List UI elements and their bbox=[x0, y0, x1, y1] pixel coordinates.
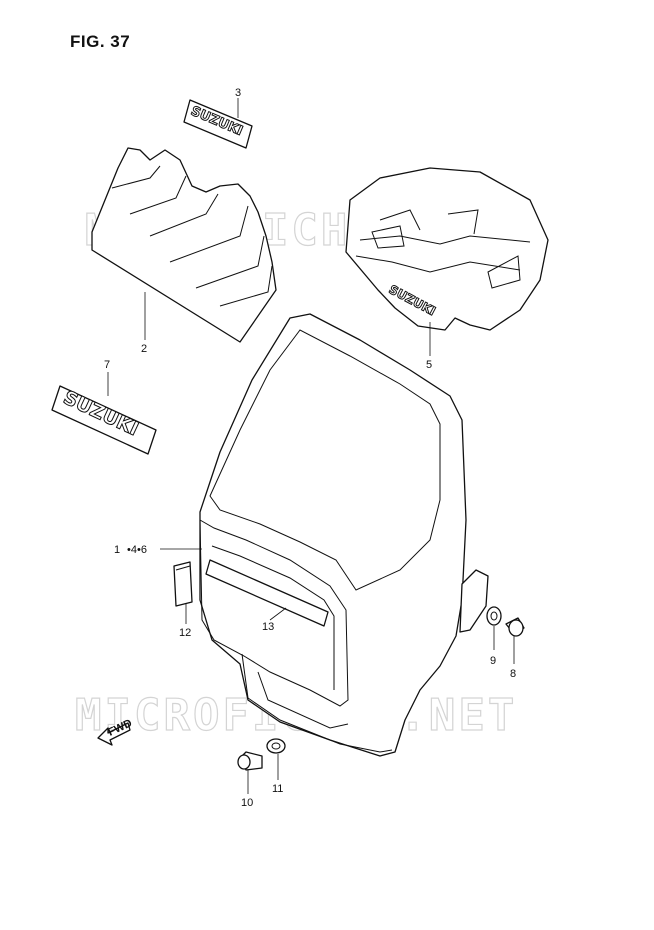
callout-13: 13 bbox=[262, 621, 274, 633]
callouts: 3 2 5 7 1 •4•6 12 13 9 8 10 11 bbox=[104, 87, 516, 809]
callout-8: 8 bbox=[510, 668, 516, 680]
callout-3: 3 bbox=[235, 87, 241, 99]
rubber-pad bbox=[173, 561, 193, 607]
callout-7: 7 bbox=[104, 359, 110, 371]
headlight-housing bbox=[199, 313, 489, 757]
callout-12: 12 bbox=[179, 627, 191, 639]
callout-10: 10 bbox=[241, 797, 253, 809]
callout-9: 9 bbox=[490, 655, 496, 667]
leader-lines bbox=[107, 98, 515, 794]
figure-title: FIG. 37 bbox=[70, 32, 131, 51]
reflector-strip bbox=[205, 559, 329, 627]
callout-2: 2 bbox=[141, 343, 147, 355]
callout-1-suffix: •4•6 bbox=[127, 544, 147, 556]
washer-9 bbox=[486, 606, 502, 626]
callout-1: 1 bbox=[114, 544, 120, 556]
callout-11: 11 bbox=[272, 783, 283, 795]
callout-5: 5 bbox=[426, 359, 432, 371]
cover-decal: SUZUKI bbox=[345, 167, 549, 331]
washer-11 bbox=[266, 738, 286, 754]
suzuki-decal-large: SUZUKI bbox=[51, 385, 157, 455]
bolt-8 bbox=[505, 617, 525, 637]
number-plate-decal bbox=[91, 147, 277, 343]
suzuki-decal-small: SUZUKI bbox=[183, 99, 253, 149]
bolt-10 bbox=[237, 751, 263, 771]
